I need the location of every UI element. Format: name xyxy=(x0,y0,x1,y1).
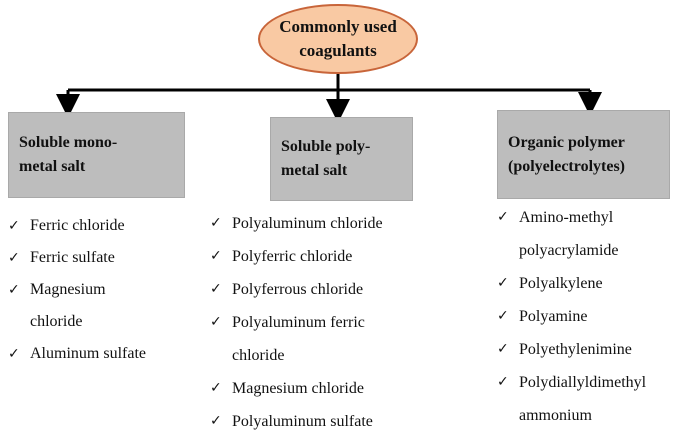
list-item-label: Aluminum sulfate xyxy=(30,345,146,362)
list-item-label: Polyferrous chloride xyxy=(232,281,364,298)
check-icon: ✓ xyxy=(497,374,509,390)
check-icon: ✓ xyxy=(210,413,222,429)
list-item: ✓ Ferric sulfate xyxy=(8,242,208,274)
check-icon: ✓ xyxy=(497,341,509,357)
list-item: ✓ Magnesium chloride xyxy=(8,274,208,338)
category-box-organic-polymer: Organic polymer (polyelectrolytes) xyxy=(497,110,670,199)
check-icon: ✓ xyxy=(8,346,20,362)
list-item-label: Amino-methyl xyxy=(519,209,614,226)
list-item-label: Polyalkylene xyxy=(519,275,603,292)
check-icon: ✓ xyxy=(497,275,509,291)
category-box-mono-metal-salt: Soluble mono- metal salt xyxy=(8,112,185,198)
check-icon: ✓ xyxy=(8,250,20,266)
list-item: ✓ Magnesium chloride xyxy=(210,372,460,405)
category-title-line-1: Organic polymer xyxy=(508,133,625,151)
list-item: ✓ Polyalkylene xyxy=(497,267,677,300)
category-title-line-2: (polyelectrolytes) xyxy=(508,157,625,175)
list-item-label: Polyamine xyxy=(519,308,588,325)
list-item-label: Polyaluminum chloride xyxy=(232,215,383,232)
list-item-label: Magnesium xyxy=(30,281,106,298)
category-title-line-1: Soluble mono- xyxy=(19,134,118,151)
list-item-label: Ferric chloride xyxy=(30,217,125,234)
list-item: ✓ Polydiallyldimethyl ammonium xyxy=(497,366,677,432)
list-item: ✓ Polyferrous chloride xyxy=(210,273,460,306)
root-node-commonly-used-coagulants: Commonly used coagulants xyxy=(258,4,418,74)
list-item: ✓ Amino-methyl polyacrylamide xyxy=(497,201,677,267)
list-item-label: Ferric sulfate xyxy=(30,249,115,266)
category-title-line-2: metal salt xyxy=(281,162,348,179)
list-item-label: Polyaluminum sulfate xyxy=(232,413,373,430)
poly-metal-salt-list: ✓ Polyaluminum chloride ✓ Polyferric chlor… xyxy=(210,207,460,438)
list-item-label: Magnesium chloride xyxy=(232,380,364,397)
list-item: ✓ Polyethylenimine xyxy=(497,333,677,366)
check-icon: ✓ xyxy=(8,218,20,234)
category-title-line-1: Soluble poly- xyxy=(281,138,371,155)
category-box-poly-metal-salt: Soluble poly- metal salt xyxy=(270,117,413,201)
list-item-label: Polydiallyldimethyl xyxy=(519,374,647,391)
list-item-label: Polyferric chloride xyxy=(232,248,353,265)
check-icon: ✓ xyxy=(8,282,20,298)
list-item: ✓ Polyaluminum ferric chloride xyxy=(210,306,460,372)
check-icon: ✓ xyxy=(497,308,509,324)
check-icon: ✓ xyxy=(497,209,509,225)
list-item: ✓ Polyaluminum chloride xyxy=(210,207,460,240)
list-item-label-continued: chloride xyxy=(232,347,285,364)
check-icon: ✓ xyxy=(210,281,222,297)
root-title-line-1: Commonly used xyxy=(279,17,397,36)
list-item: ✓ Polyaluminum sulfate xyxy=(210,405,460,438)
category-title-line-2: metal salt xyxy=(19,158,86,175)
list-item-label-continued: ammonium xyxy=(519,407,592,424)
list-item-label: Polyethylenimine xyxy=(519,341,632,358)
list-item-label-continued: chloride xyxy=(30,313,83,330)
list-item: ✓ Polyamine xyxy=(497,300,677,333)
list-item: ✓ Aluminum sulfate xyxy=(8,338,208,370)
check-icon: ✓ xyxy=(210,248,222,264)
list-item-label-continued: polyacrylamide xyxy=(519,242,619,259)
list-item: ✓ Ferric chloride xyxy=(8,210,208,242)
list-item-label: Polyaluminum ferric xyxy=(232,314,365,331)
mono-metal-salt-list: ✓ Ferric chloride ✓ Ferric sulfate ✓ Magnes… xyxy=(8,210,208,370)
organic-polymer-list: ✓ Amino-methyl polyacrylamide ✓ Polyalkylen… xyxy=(497,201,677,432)
check-icon: ✓ xyxy=(210,314,222,330)
list-item: ✓ Polyferric chloride xyxy=(210,240,460,273)
check-icon: ✓ xyxy=(210,380,222,396)
check-icon: ✓ xyxy=(210,215,222,231)
root-title-line-2: coagulants xyxy=(299,41,377,60)
